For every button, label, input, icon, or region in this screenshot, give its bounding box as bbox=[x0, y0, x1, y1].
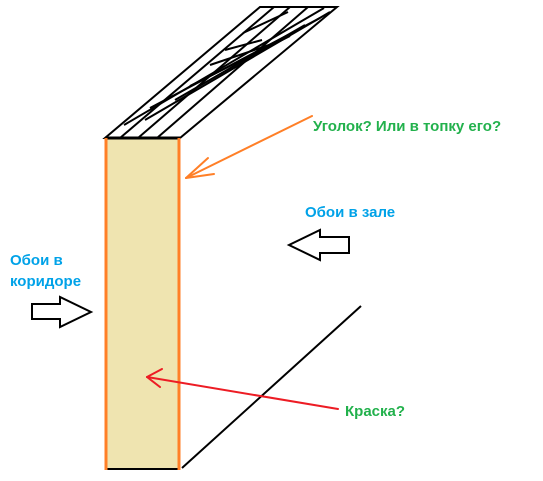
corridor-wallpaper-label-line2: коридоре bbox=[10, 273, 82, 290]
corner-question-label: Уголок? Или в топку его? bbox=[313, 118, 502, 135]
right-hollow-arrow bbox=[31, 295, 94, 329]
wall-end-face bbox=[105, 138, 180, 469]
wall-base-line bbox=[181, 305, 362, 469]
left-hollow-arrow bbox=[286, 228, 350, 262]
corner-arrow bbox=[185, 115, 313, 179]
corridor-wallpaper-label-line1: Обои в bbox=[10, 252, 63, 269]
hall-wallpaper-label: Обои в зале bbox=[305, 204, 396, 221]
paint-question-label: Краска? bbox=[345, 403, 406, 420]
hatched-top bbox=[102, 6, 340, 139]
paint-arrow bbox=[146, 368, 339, 410]
